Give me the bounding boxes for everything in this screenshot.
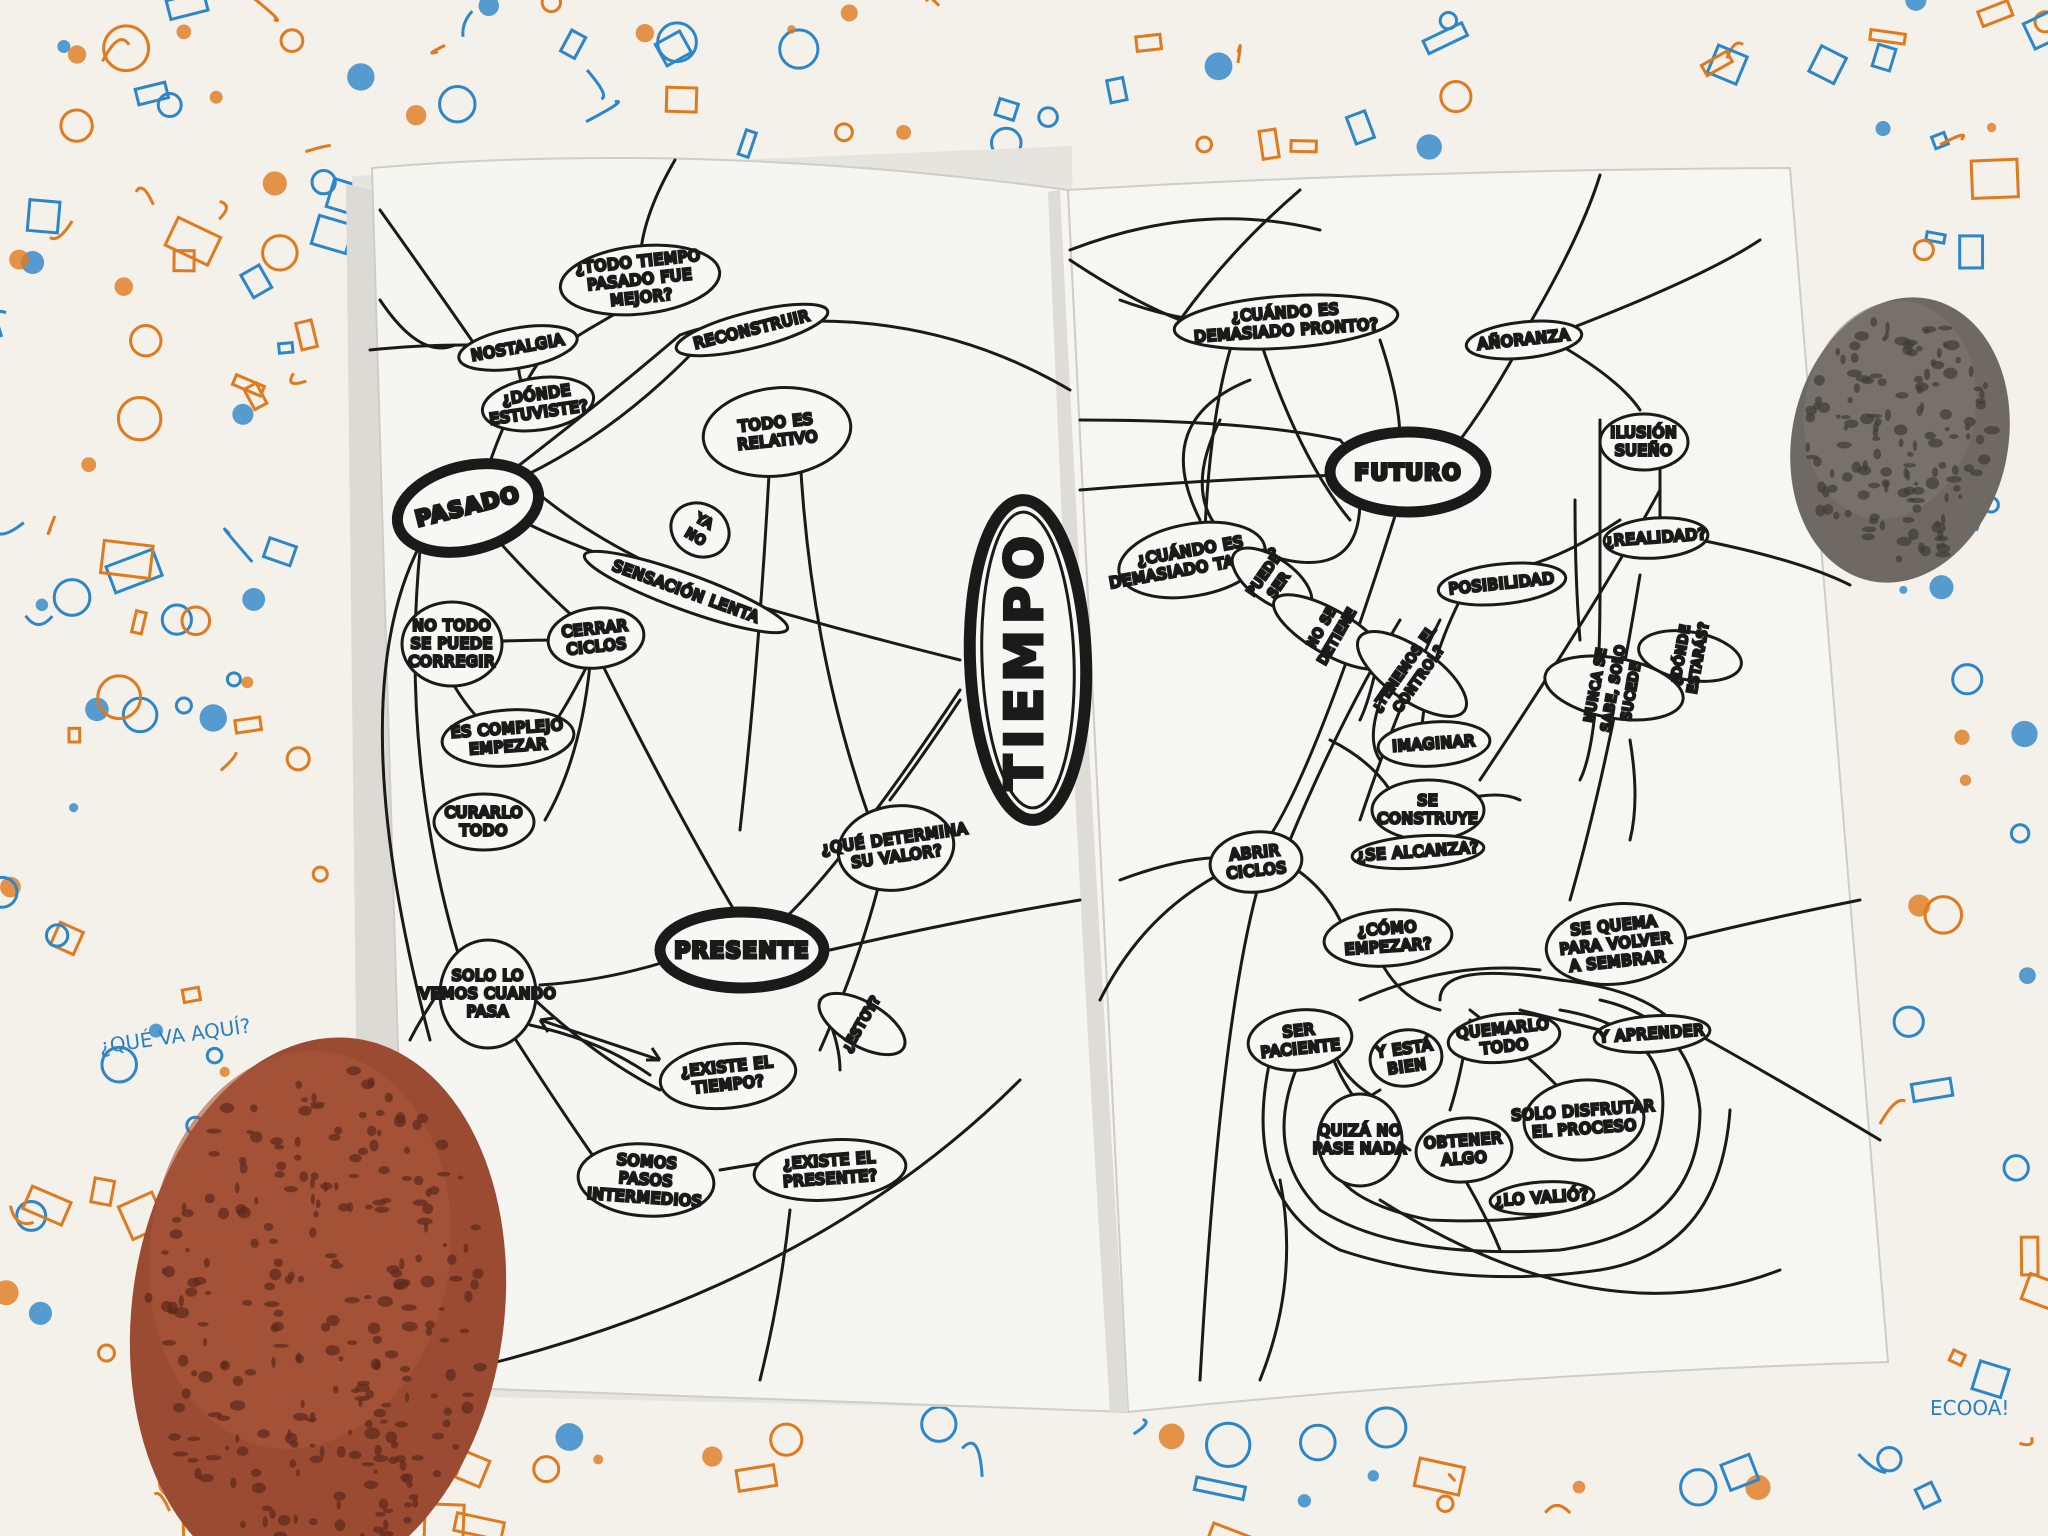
label-obtener-algo: ALGO	[1441, 1148, 1488, 1169]
label-presente: PRESENTE	[674, 939, 809, 964]
label-no-todo: SE PUEDE	[411, 635, 493, 653]
node-tiempo: TIEMPO	[963, 494, 1093, 826]
label-no-todo: CORREGIR	[408, 653, 495, 671]
label-ilusion: ILUSIÓN	[1611, 423, 1678, 442]
label-quiza: PASE NADA	[1313, 1140, 1407, 1158]
label-solo-lo-vemos: SOLO LO	[452, 967, 524, 985]
node-presente: PRESENTE	[654, 906, 830, 994]
label-solo-lo-vemos: PASA	[467, 1003, 509, 1021]
label-no-todo: NO TODO	[412, 617, 491, 635]
label-se-construye: SE	[1418, 792, 1439, 810]
node-pasado: PASADO	[391, 458, 545, 558]
arrow-line	[538, 1016, 662, 1062]
doodle-corner-text: ECOOA!	[1930, 1396, 2009, 1420]
label-tiempo: TIEMPO	[995, 530, 1055, 790]
node-futuro: FUTURO	[1324, 426, 1492, 518]
label-obtener-algo: OBTENER	[1423, 1129, 1503, 1152]
label-curarlo-todo: TODO	[459, 822, 508, 840]
node-lo-valio: ¿LO VALIÓ?	[1488, 1180, 1596, 1216]
label-como-empezar: ¿CÓMO	[1357, 916, 1418, 939]
label-se-construye: CONSTRUYE	[1377, 810, 1478, 828]
label-solo-lo-vemos: VEMOS CUANDO	[419, 985, 556, 1003]
open-book	[346, 146, 1890, 1414]
label-futuro: FUTURO	[1354, 461, 1461, 486]
node-nostalgia: NOSTALGIA	[457, 324, 579, 372]
red-stone	[129, 1037, 507, 1536]
mindmap-lines	[368, 158, 1882, 1382]
node-y-aprender: Y APRENDER	[1592, 1014, 1712, 1054]
label-ilusion: SUEÑO	[1615, 441, 1673, 460]
node-anoranza: AÑORANZA	[1464, 319, 1584, 361]
label-curarlo-todo: CURARLO	[445, 804, 524, 822]
mindmap-nodes: TIEMPO PASADO PRESENTE FUTURO ¿TODO TIEM…	[391, 243, 1743, 1218]
gray-stone	[1790, 297, 2010, 583]
node-realidad: ¿REALIDAD?	[1602, 516, 1710, 560]
label-quiza: QUIZÁ NO	[1318, 1121, 1402, 1140]
node-imaginar: IMAGINAR	[1376, 720, 1492, 768]
node-se-alcanza: ¿SE ALCANZA?	[1350, 833, 1486, 871]
label-somos-pasos: SOMOS	[616, 1150, 678, 1172]
node-posibilidad: POSIBILIDAD	[1436, 561, 1568, 607]
node-estoy: ¿ESTOY?	[817, 992, 907, 1056]
